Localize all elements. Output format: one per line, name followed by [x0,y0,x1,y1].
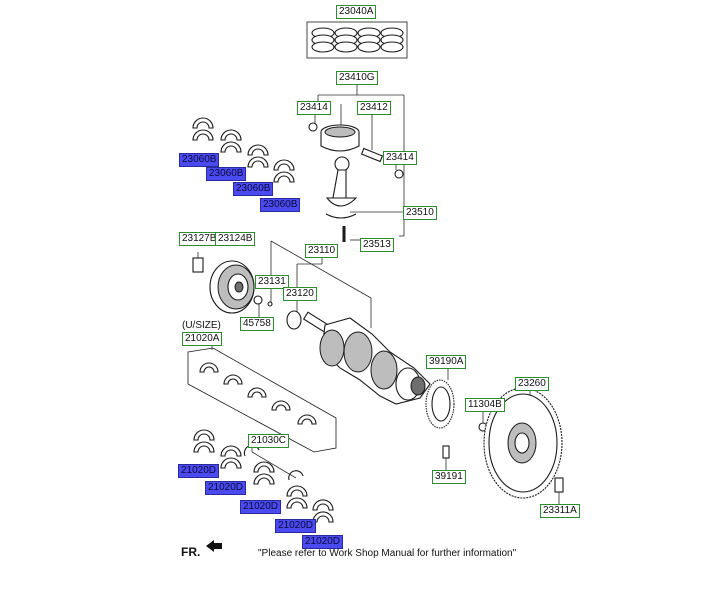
part-21020A[interactable]: 21020A [182,332,223,346]
front-arrow-icon [206,540,222,552]
part-39191[interactable]: 39191 [432,470,466,484]
part-23513[interactable]: 23513 [360,238,394,252]
main-bearing-set [187,345,337,453]
lower-bearings [193,429,334,523]
part-23120[interactable]: 23120 [283,287,317,301]
thrust-leaders [251,446,297,479]
part-23260[interactable]: 23260 [515,377,549,391]
part-21020D-2[interactable]: 21020D [205,481,247,495]
part-21020D-5[interactable]: 21020D [302,535,344,549]
part-23510[interactable]: 23510 [403,206,437,220]
part-23060B-3[interactable]: 23060B [233,182,274,196]
part-39190A[interactable]: 39190A [426,355,467,369]
part-23040A[interactable]: 23040A [336,5,377,19]
conrod-bearings [192,117,295,183]
part-23414-lower[interactable]: 23414 [383,151,417,165]
connecting-rod [325,156,358,242]
part-21020D-3[interactable]: 21020D [240,500,282,514]
part-23127B[interactable]: 23127B [179,232,220,246]
drive-plate [425,368,488,470]
part-23412[interactable]: 23412 [357,101,391,115]
part-23410G[interactable]: 23410G [336,71,378,85]
part-23124B[interactable]: 23124B [215,232,256,246]
part-45758[interactable]: 45758 [240,317,274,331]
part-23060B-4[interactable]: 23060B [260,198,301,212]
part-21020D-4[interactable]: 21020D [275,519,317,533]
part-21030C[interactable]: 21030C [248,434,290,448]
part-11304B[interactable]: 11304B [465,398,505,412]
part-23414-upper[interactable]: 23414 [297,101,331,115]
part-23311A[interactable]: 23311A [540,504,580,518]
piston [308,122,404,179]
front-direction-label: FR. [181,545,201,559]
crankshaft [253,295,431,405]
workshop-manual-note: "Please refer to Work Shop Manual for fu… [258,548,517,559]
part-21020D-1[interactable]: 21020D [178,464,220,478]
part-23131[interactable]: 23131 [255,275,289,289]
undersize-note: (U/SIZE) [182,320,221,331]
crank-pulley [192,252,255,314]
part-23110[interactable]: 23110 [305,244,339,258]
part-23060B-2[interactable]: 23060B [206,167,247,181]
flywheel [483,387,564,504]
part-23060B-1[interactable]: 23060B [179,153,220,167]
piston-ring-set [306,21,408,59]
